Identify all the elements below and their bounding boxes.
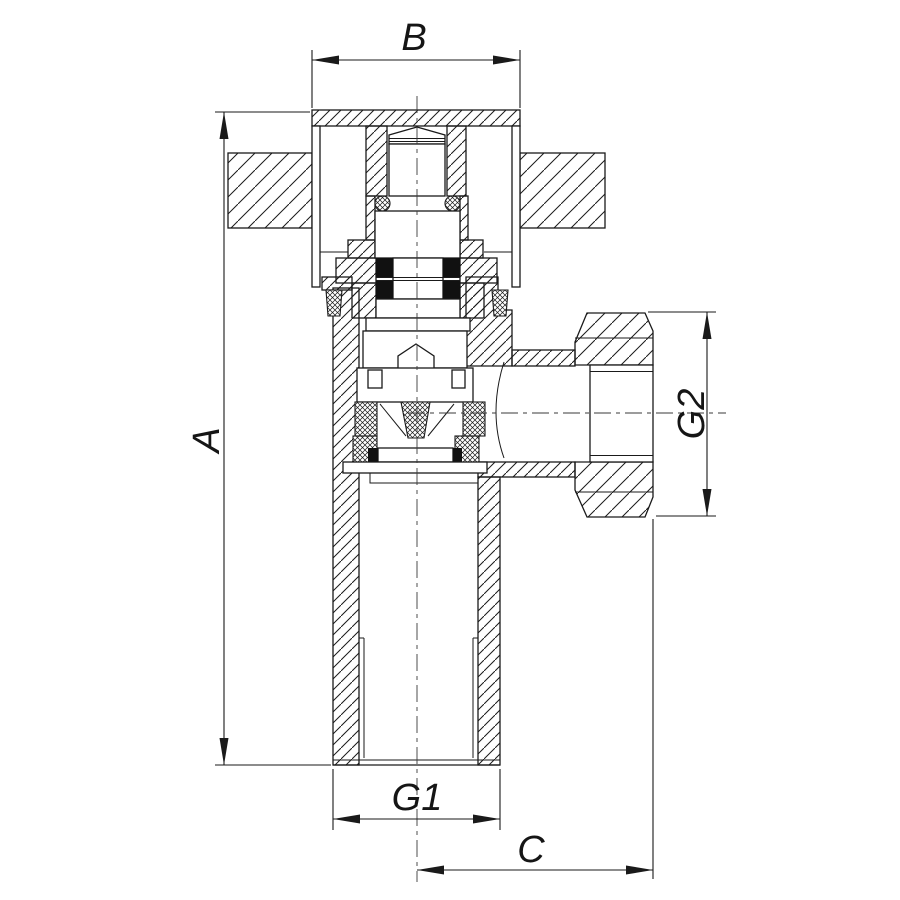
dimension-g1-label: G1 [392, 777, 443, 819]
dimension-g2: G2 [648, 311, 716, 517]
dimension-c: C [417, 519, 654, 879]
dimension-g1: G1 [332, 769, 501, 830]
packing-glands [325, 289, 509, 317]
spindle-o-rings [375, 257, 461, 319]
handle-wings [227, 152, 606, 229]
side-port [495, 312, 654, 518]
internal-cartridge [342, 317, 488, 484]
dimension-a-label: A [186, 427, 228, 454]
valve-body [321, 276, 576, 766]
dimension-b: B [311, 17, 521, 108]
bottom-pipe [333, 637, 500, 766]
dimension-g2-label: G2 [671, 389, 713, 440]
center-lines [408, 96, 726, 882]
dimension-b-label: B [401, 17, 426, 59]
dimension-a: A [186, 111, 331, 766]
dimension-c-label: C [517, 829, 545, 871]
